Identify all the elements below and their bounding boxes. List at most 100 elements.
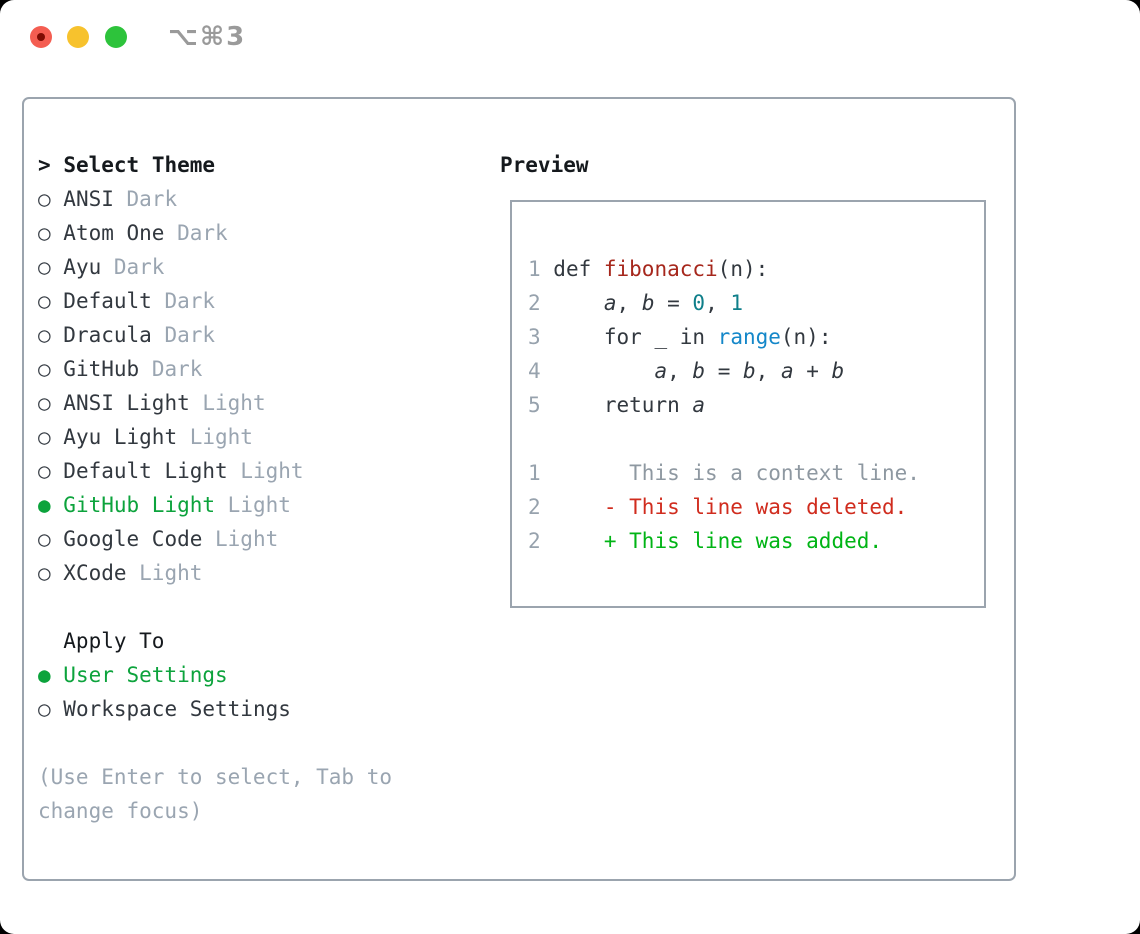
- line-number: 3: [528, 325, 554, 349]
- window-title: ⌥⌘3: [168, 22, 247, 52]
- theme-name: ANSI Light: [63, 391, 203, 415]
- code-segment: This is a context line.: [553, 461, 920, 485]
- theme-variant: Dark: [164, 289, 216, 313]
- code-segment: =: [654, 291, 693, 315]
- radio-selected-icon: ●: [38, 493, 64, 517]
- code-segment: a: [603, 291, 617, 315]
- radio-unselected-icon: ○: [38, 561, 64, 585]
- code-segment: (n):: [717, 257, 769, 281]
- code-segment: ,: [616, 291, 642, 315]
- theme-list: ○ ANSI Dark○ Atom One Dark○ Ayu Dark○ De…: [38, 182, 438, 590]
- theme-option-ayu[interactable]: ○ Ayu Dark: [38, 250, 438, 284]
- code-segment: ,: [755, 359, 781, 383]
- theme-variant: Light: [189, 425, 253, 449]
- code-segment: - This line was deleted.: [553, 495, 908, 519]
- hint-text: (Use Enter to select, Tab to change focu…: [38, 765, 393, 823]
- theme-option-default-light[interactable]: ○ Default Light Light: [38, 454, 438, 488]
- theme-name: Default: [63, 289, 165, 313]
- code-line: 2 a, b = 0, 1: [528, 286, 984, 320]
- theme-name: XCode: [63, 561, 140, 585]
- radio-unselected-icon: ○: [38, 323, 64, 347]
- line-number: 2: [528, 529, 554, 553]
- theme-option-ansi[interactable]: ○ ANSI Dark: [38, 182, 438, 216]
- radio-unselected-icon: ○: [38, 187, 64, 211]
- theme-option-github-light[interactable]: ● GitHub Light Light: [38, 488, 438, 522]
- theme-option-default[interactable]: ○ Default Dark: [38, 284, 438, 318]
- close-button-icon[interactable]: [30, 26, 52, 48]
- apply-option-workspace-settings[interactable]: ○ Workspace Settings: [38, 692, 438, 726]
- radio-unselected-icon: ○: [38, 357, 64, 381]
- theme-name: GitHub Light: [63, 493, 228, 517]
- code-segment: a: [692, 393, 706, 417]
- theme-option-xcode[interactable]: ○ XCode Light: [38, 556, 438, 590]
- preview-title: Preview: [500, 153, 589, 177]
- theme-variant: Light: [215, 527, 279, 551]
- code-segment: a: [780, 359, 794, 383]
- theme-menu: > Select Theme ○ ANSI Dark○ Atom One Dar…: [38, 148, 438, 828]
- code-segment: [553, 359, 654, 383]
- code-line: 2 + This line was added.: [528, 524, 984, 558]
- code-segment: b: [831, 359, 845, 383]
- zoom-button-icon[interactable]: [105, 26, 127, 48]
- radio-unselected-icon: ○: [38, 255, 64, 279]
- apply-option-label: Workspace Settings: [63, 697, 291, 721]
- theme-variant: Dark: [177, 221, 228, 245]
- theme-name: ANSI: [63, 187, 127, 211]
- code-segment: =: [705, 359, 743, 383]
- code-segment: + This line was added.: [553, 529, 883, 553]
- theme-option-google-code[interactable]: ○ Google Code Light: [38, 522, 438, 556]
- theme-option-dracula[interactable]: ○ Dracula Dark: [38, 318, 438, 352]
- line-number: 4: [528, 359, 554, 383]
- radio-unselected-icon: ○: [38, 527, 64, 551]
- code-line: 1 This is a context line.: [528, 456, 984, 490]
- code-line: 5 return a: [528, 388, 984, 422]
- radio-unselected-icon: ○: [38, 391, 64, 415]
- theme-name: Atom One: [63, 221, 178, 245]
- theme-option-atom-one[interactable]: ○ Atom One Dark: [38, 216, 438, 250]
- theme-option-ayu-light[interactable]: ○ Ayu Light Light: [38, 420, 438, 454]
- apply-to-list: ● User Settings○ Workspace Settings: [38, 658, 438, 726]
- line-number: 2: [528, 291, 554, 315]
- apply-option-label: User Settings: [63, 663, 228, 687]
- code-segment: 1: [730, 291, 744, 315]
- line-number: [528, 427, 541, 451]
- code-line: 2 - This line was deleted.: [528, 490, 984, 524]
- code-segment: (n):: [780, 325, 832, 349]
- code-segment: range: [717, 325, 781, 349]
- minimize-button-icon[interactable]: [67, 26, 89, 48]
- theme-name: Ayu: [63, 255, 114, 279]
- code-segment: for _ in: [553, 325, 718, 349]
- theme-name: Ayu Light: [63, 425, 190, 449]
- code-segment: b: [692, 359, 706, 383]
- code-segment: fibonacci: [603, 257, 718, 281]
- theme-variant: Light: [227, 493, 291, 517]
- menu-title: Select Theme: [63, 153, 216, 177]
- line-number: 1: [528, 257, 554, 281]
- theme-variant: Dark: [164, 323, 216, 347]
- theme-variant: Light: [202, 391, 266, 415]
- theme-variant: Dark: [113, 255, 165, 279]
- titlebar: ⌥⌘3: [0, 0, 1140, 74]
- cursor-icon: >: [38, 153, 51, 177]
- code-segment: [553, 291, 604, 315]
- code-segment: ,: [705, 291, 731, 315]
- theme-name: Google Code: [63, 527, 216, 551]
- code-line: 4 a, b = b, a + b: [528, 354, 984, 388]
- code-segment: b: [743, 359, 756, 383]
- radio-unselected-icon: ○: [38, 697, 64, 721]
- code-segment: ,: [667, 359, 693, 383]
- theme-variant: Light: [240, 459, 304, 483]
- theme-option-github[interactable]: ○ GitHub Dark: [38, 352, 438, 386]
- code-segment: def: [553, 257, 604, 281]
- theme-option-ansi-light[interactable]: ○ ANSI Light Light: [38, 386, 438, 420]
- radio-selected-icon: ●: [38, 663, 64, 687]
- code-line: [528, 422, 984, 456]
- apply-option-user-settings[interactable]: ● User Settings: [38, 658, 438, 692]
- line-number: 1: [528, 461, 554, 485]
- radio-unselected-icon: ○: [38, 425, 64, 449]
- line-number: 5: [528, 393, 554, 417]
- code-segment: return: [553, 393, 693, 417]
- theme-name: Default Light: [63, 459, 241, 483]
